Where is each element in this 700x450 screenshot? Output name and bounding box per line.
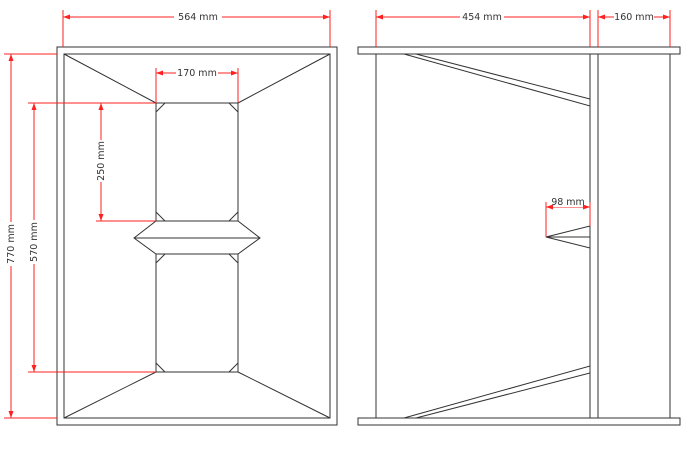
dim-overall-height-label: 770 mm [6,224,17,264]
dim-mouth-height: 250 mm [96,102,156,222]
bevel [228,102,239,113]
dim-horn-depth: 454 mm [375,10,591,47]
dim-horn-depth-label: 454 mm [462,12,502,23]
dim-chamber-depth: 160 mm [597,10,671,47]
bevel [228,253,239,264]
side-view: 454 mm 160 mm 98 mm [357,10,681,426]
front-view: 564 mm 170 mm 250 mm [4,10,338,426]
bevel [228,211,239,222]
side-bottom-board [357,417,681,426]
dim-mouth-width: 170 mm [155,68,239,103]
side-baffle [589,53,599,419]
upper-flare-panel [403,53,591,107]
front-outer-frame [56,46,338,426]
dim-throat-label: 98 mm [551,197,585,208]
flare-line [237,371,331,419]
dim-chamber-depth-label: 160 mm [614,12,654,23]
bevel [228,362,239,373]
dim-mouth-height-label: 250 mm [96,141,107,181]
lower-mouth [155,253,239,373]
dim-mouth-width-label: 170 mm [177,68,217,79]
lower-flare-panel [403,365,591,419]
bevel [155,102,166,113]
dim-overall-width-label: 564 mm [178,12,218,23]
side-top-board [357,46,681,55]
flare-line [63,371,157,419]
dim-overall-height: 770 mm [4,53,57,419]
flare-line [63,53,157,104]
bevel [155,253,166,264]
dim-inner-height: 570 mm [28,102,156,373]
dim-throat: 98 mm [545,196,591,237]
front-inner-frame [63,53,331,419]
dim-inner-height-label: 570 mm [29,222,40,262]
bevel [155,362,166,373]
bevel [155,211,166,222]
upper-mouth [155,102,239,222]
dim-overall-width: 564 mm [62,10,331,47]
flare-line [237,53,331,104]
